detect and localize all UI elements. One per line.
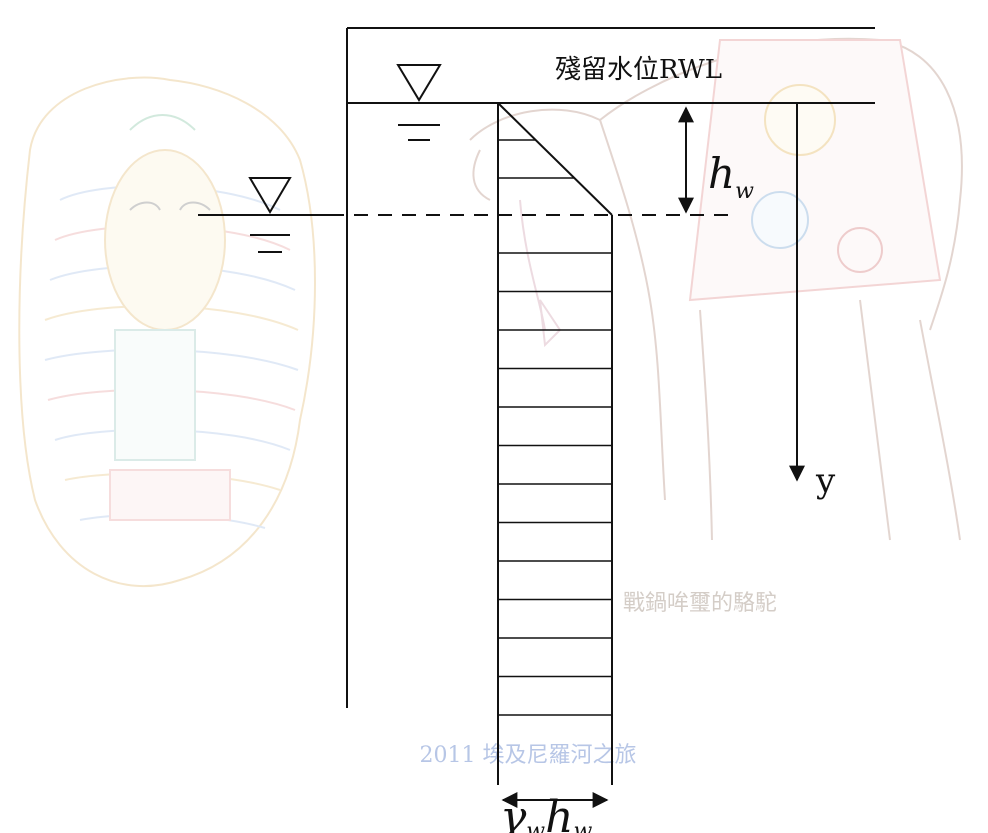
- pressure-label: γwhw: [500, 792, 592, 833]
- depth-label: hw: [708, 149, 754, 204]
- bottom-caption: 2011 埃及尼羅河之旅: [420, 743, 637, 768]
- triangle-hypotenuse: [497, 102, 613, 216]
- depth-subscript: w: [735, 179, 754, 204]
- camel-sketch: [469, 37, 963, 541]
- pressure-distribution: [497, 102, 613, 785]
- h-subscript: w: [573, 819, 592, 833]
- water-level-symbol-top: [396, 64, 442, 141]
- depth-symbol: h: [708, 149, 735, 198]
- water-level-label: 殘留水位RWL: [555, 55, 722, 85]
- pharaoh-sketch: [18, 76, 316, 588]
- gamma-subscript: w: [526, 819, 545, 833]
- gamma-symbol: γ: [500, 792, 527, 833]
- h-symbol: h: [545, 792, 573, 833]
- water-level-symbol-left: [248, 177, 292, 253]
- camel-caption: 戰鍋哞璽的駱駝: [623, 591, 777, 616]
- y-axis-label: y: [815, 461, 836, 501]
